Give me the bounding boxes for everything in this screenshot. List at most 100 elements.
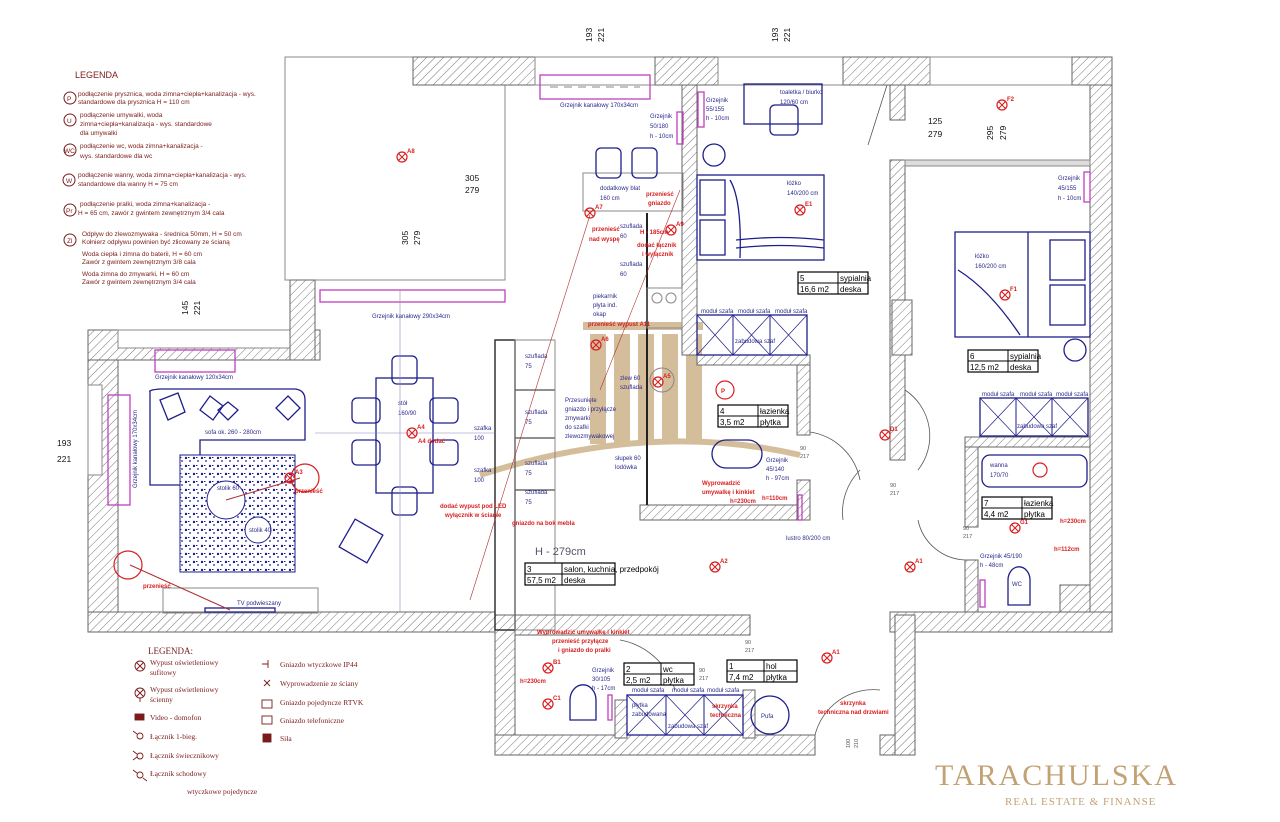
cabinet-label: 100 [474,478,485,484]
door-dimension: 90 [745,640,751,646]
dimensions: 193 221 193 221 305 279 305 279 145 221 … [57,28,1008,748]
wardrobe-label: moduł szafa [1020,392,1053,398]
dimension: 305 [400,231,410,245]
drawer-label: szuflada [525,490,548,496]
wall [494,734,816,756]
bed-label: łóżko [975,254,990,260]
annotation: i wyłącznik [642,252,674,258]
fridge-label: lodówka [615,465,638,471]
annotation: h=110cm [762,496,788,502]
wall [796,364,811,436]
washer-circle [649,367,675,393]
window [929,56,1073,86]
drawer-label: szuflada [620,224,643,230]
washer-symbol: Pr [66,208,73,215]
radiator-label: 50/180 [650,124,669,130]
radiator [539,74,651,100]
ceiling-light-icon: F2 [996,97,1015,111]
toilet [1007,566,1031,606]
note-label: zmywarki [565,416,590,422]
desk [743,83,823,125]
room-floor: płytka [1024,510,1045,519]
counter-label: dodatkowy blat [600,186,640,192]
annotation: gniazdo na bok mebla [512,521,575,527]
room-name: hol [766,662,777,671]
bathtub-label: 170/70 [990,473,1009,479]
sliding-door [904,159,1091,167]
cushion [159,392,186,421]
dining-table [375,377,434,494]
door-dimension: 217 [745,648,754,654]
radiator-label: Grzejnik [592,668,615,674]
legend-text: Woda ciepła i zimna do baterii, H = 60 c… [82,251,202,258]
cooktop [646,287,683,329]
legend-text: podłączenie umywalki, woda [80,112,163,119]
ceiling-light-icon: A2 [709,559,728,573]
radiator-label: 30/105 [592,677,611,683]
nightstand [1063,338,1087,362]
radiator [107,394,131,506]
cabinet-label: szafka [474,426,492,432]
room-area: 4,4 m2 [984,510,1009,519]
legend-item-washing-machine: Pr podłączenie pralki, woda zimna+kanali… [63,201,225,217]
wardrobe-label: moduł szafa [672,688,705,694]
room-area: 7,4 m2 [729,673,754,682]
bathtub [981,454,1088,488]
legend-title: LEGENDA: [148,646,193,656]
radiator-label: h - 48cm [980,563,1003,569]
annotation: Wyprowadzić [702,481,741,487]
oven-label: płyta ind. [593,303,617,309]
ceiling-light-icon: A8 [396,149,415,163]
annotations: przenieść gniazdo przenieść nad wyspę do… [113,189,1086,719]
radiator-label: Grzejnik kanałowy 290x34cm [372,314,450,320]
legend-text: Gniazdo telefoniczne [280,716,345,725]
room-name: łazienka [760,407,790,416]
room-number: 2 [626,665,631,674]
room-name: wc [662,665,673,674]
cabinet-label: 100 [474,436,485,442]
ceiling-light-icon: A4 [406,425,425,439]
tv-cabinet [162,587,319,614]
sink-label: zlew 60 [620,376,641,382]
wardrobe-label: zabudowa szaf [1017,424,1057,430]
radiator-label: h - 10cm [706,116,729,122]
radiator-label: Grzejnik [650,114,673,120]
radiator-label: Grzejnik kanałowy 120x34cm [155,375,233,381]
sink-label: szuflada [620,385,643,391]
legend-text: Gniazdo pojedyncze RTVK [280,698,364,707]
legend-text: ścienny [150,695,173,704]
legend-text: Zawór z gwintem zewnętrznym 3/4 cala [82,279,196,286]
watermark-tagline: REAL ESTATE & FINANSE [1005,796,1156,808]
door-swing [904,389,931,471]
radiator-label: h - 17cm [592,686,615,692]
wall [696,354,811,366]
annotation: i gniazdo do pralki [558,648,611,654]
chair [351,397,381,424]
wall [889,611,1113,633]
dimension: 193 [584,28,594,42]
dimension: 221 [596,28,606,42]
door-swing [917,519,966,561]
bathtub-symbol: W [66,178,73,185]
wardrobe-label: moduł szafa [632,688,665,694]
legend-text: Zawór z gwintem zewnętrznym 3/8 cala [82,259,196,266]
room-number: 7 [984,499,989,508]
dimension: 221 [57,454,71,464]
wardrobe-label: moduł szafa [738,309,771,315]
room-number: 6 [970,352,975,361]
fridge-label: słupek 60 [615,456,641,462]
door-dimension: 100 [846,739,852,748]
drawer-label: 75 [525,471,532,477]
ceiling-light-icon: A9 [665,222,684,236]
cabinet-row [514,339,556,631]
wardrobe-label: moduł szafa [1056,392,1089,398]
fixture-label: A1 [915,559,923,565]
tiled-label: płytka [632,703,648,709]
radiator-label: 45/155 [1058,186,1077,192]
legend-text: podłączenie wc, woda zimna+kanalizacja - [80,143,203,150]
legend-text: podłączenie pralki, woda zimna+kanalizac… [80,201,210,208]
radiator-label: 45/140 [766,467,785,473]
dimension: 295 [985,126,995,140]
legend-text: Siła [280,734,292,743]
